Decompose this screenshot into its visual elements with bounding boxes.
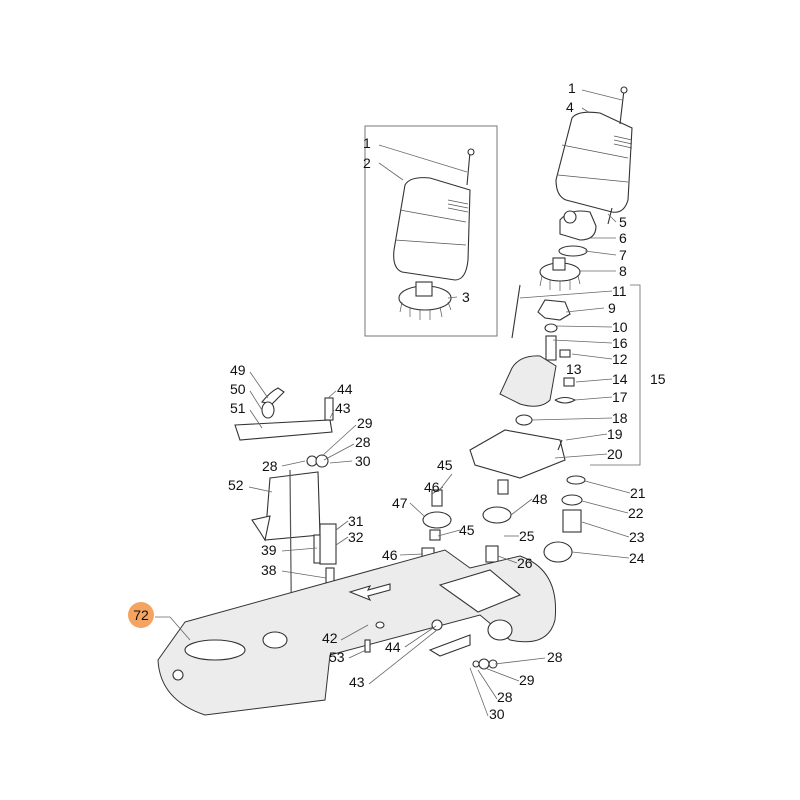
label-14: 14 — [612, 371, 628, 387]
label-25: 25 — [519, 528, 535, 544]
alternative-motor-inset-box — [364, 125, 498, 337]
label-8: 8 — [619, 263, 627, 279]
label-72[interactable]: 72 — [133, 607, 149, 623]
inset-label-1: 1 — [363, 135, 371, 151]
label-29-lower: 29 — [519, 672, 535, 688]
label-13: 13 — [566, 361, 582, 377]
label-48: 48 — [532, 491, 548, 507]
label-30: 30 — [355, 453, 371, 469]
label-11: 11 — [612, 283, 627, 299]
label-32: 32 — [348, 529, 364, 545]
label-31: 31 — [348, 513, 364, 529]
label-39: 39 — [261, 542, 277, 558]
label-16: 16 — [612, 335, 628, 351]
label-17: 17 — [612, 389, 628, 405]
label-45: 45 — [437, 457, 453, 473]
label-38: 38 — [261, 562, 277, 578]
label-29: 29 — [357, 415, 373, 431]
label-53: 53 — [329, 649, 345, 665]
label-23: 23 — [629, 529, 645, 545]
label-30-lower: 30 — [489, 706, 505, 722]
label-9: 9 — [608, 300, 616, 316]
label-19: 19 — [607, 426, 623, 442]
inset-motor-cover — [393, 148, 475, 281]
inset-label-2: 2 — [363, 155, 371, 171]
label-15: 15 — [650, 371, 666, 387]
label-4: 4 — [566, 99, 574, 115]
label-28: 28 — [355, 434, 371, 450]
label-28-bottom: 28 — [497, 689, 513, 705]
label-5: 5 — [619, 214, 627, 230]
label-18: 18 — [612, 410, 628, 426]
part-labels: 1 4 5 6 7 8 11 9 10 16 12 13 14 15 17 18… — [128, 80, 666, 722]
label-6: 6 — [619, 230, 627, 246]
motor-cover — [555, 86, 633, 213]
label-21: 21 — [630, 485, 646, 501]
label-7: 7 — [619, 247, 627, 263]
label-49: 49 — [230, 362, 246, 378]
label-28-lower: 28 — [547, 649, 563, 665]
base-plate — [157, 549, 557, 716]
label-43: 43 — [335, 400, 351, 416]
label-50: 50 — [230, 381, 246, 397]
label-45-lower: 45 — [459, 522, 475, 538]
label-46-lower: 46 — [382, 547, 398, 563]
label-44-lower: 44 — [385, 639, 401, 655]
label-47: 47 — [392, 495, 408, 511]
label-52: 52 — [228, 477, 244, 493]
bracket-assembly — [234, 387, 337, 681]
leader-lines — [155, 89, 641, 717]
label-12: 12 — [612, 351, 628, 367]
label-42: 42 — [322, 630, 338, 646]
inset-label-3: 3 — [462, 289, 470, 305]
label-20: 20 — [607, 446, 623, 462]
highlight-circle-72[interactable] — [128, 602, 154, 628]
label-28-left: 28 — [262, 458, 278, 474]
label-22: 22 — [628, 505, 644, 521]
label-43-lower: 43 — [349, 674, 365, 690]
label-44: 44 — [337, 381, 353, 397]
label-1: 1 — [568, 80, 576, 96]
inset-fan — [398, 281, 452, 320]
label-46: 46 — [424, 479, 440, 495]
motor-parts — [421, 207, 613, 563]
label-51: 51 — [230, 400, 246, 416]
label-26: 26 — [517, 555, 533, 571]
label-10: 10 — [612, 319, 628, 335]
label-24: 24 — [629, 550, 645, 566]
